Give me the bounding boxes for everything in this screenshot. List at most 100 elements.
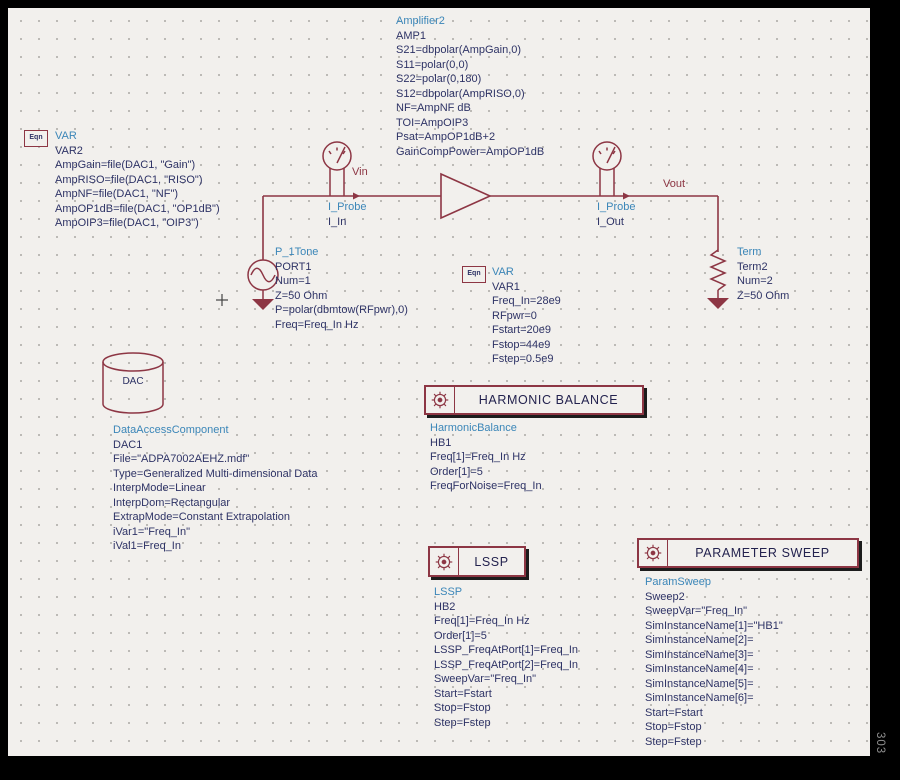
param-line: AmpRISO=file(DAC1, "RISO") [55,173,203,186]
param-line: File="ADPA7002AEHZ.mdf" [113,453,250,465]
param-line: AmpOP1dB=file(DAC1, "OP1dB") [55,202,220,215]
wire-net-vout[interactable] [490,195,719,250]
param-line: Freq[1]=Freq_In Hz [434,615,530,627]
param-line: Z=50 Ohm [275,289,328,302]
param-line: S22=polar(0,180) [396,73,482,85]
harmonic-balance-controller[interactable]: HARMONIC BALANCE [424,385,644,415]
probe-in-annotation[interactable]: I_Probe I_In [328,200,367,229]
current-probe-out-symbol[interactable] [592,141,630,200]
param-line: FreqForNoise=Freq_In [430,480,542,492]
param-line: RFpwr=0 [492,309,537,322]
param-line: Freq=Freq_In Hz [275,318,359,331]
amplifier-symbol[interactable] [440,172,492,220]
dac-cylinder-symbol[interactable] [102,352,164,414]
param-line: AMP1 [396,29,426,42]
param-line: InterpDom=Rectangular [113,496,231,509]
param-line: Start=Fstart [645,706,703,719]
param-line: Psat=AmpOP1dB+2 [396,131,496,143]
param-line: NF=AmpNF dB [396,102,471,114]
component-header: I_Probe [328,201,367,213]
lssp-controller[interactable]: LSSP [428,546,526,577]
param-line: InterpMode=Linear [113,482,206,494]
param-line: I_In [328,215,347,228]
param-line: Z=50 Ohm [737,289,790,302]
origin-crosshair [216,294,228,306]
param-line: Stop=Fstop [645,721,702,733]
param-line: Stop=Fstop [434,702,491,714]
component-header: HarmonicBalance [430,422,517,434]
component-header: DataAccessComponent [113,424,229,436]
param-line: PORT1 [275,260,312,273]
param-line: S21=dbpolar(AmpGain,0) [396,44,522,56]
param-line: iVal1=Freq_In [113,540,181,552]
component-header: VAR [492,266,514,278]
var-eqn-icon[interactable]: Eqn [462,266,486,283]
param-line: AmpOIP3=file(DAC1, "OIP3") [55,217,199,229]
current-probe-in-symbol[interactable] [322,141,360,200]
dac-symbol-label: DAC [122,376,144,387]
component-header: VAR [55,130,77,142]
simulation-gear-icon [426,387,455,413]
param-line: ExtrapMode=Constant Extrapolation [113,511,291,523]
port1-source-symbol[interactable] [247,259,279,310]
component-header: I_Probe [597,201,636,213]
param-line: SimInstanceName[2]= [645,634,754,646]
component-header: P_1Tone [275,246,319,258]
param-line: Fstart=20e9 [492,324,552,336]
param-line: Fstep=0.5e9 [492,353,554,365]
param-line: SweepVar="Freq_In" [645,605,748,617]
param-line: Order[1]=5 [434,629,487,642]
param-line: Step=Fstep [645,735,702,748]
wire-net-vin[interactable] [262,195,441,259]
param-line: S11=polar(0,0) [396,58,469,71]
component-header: LSSP [434,586,463,598]
param-line: iVar1="Freq_In" [113,525,191,538]
param-line: VAR2 [55,144,83,157]
param-line: Freq_In=28e9 [492,295,561,307]
simulation-gear-icon [639,540,668,566]
param-line: TOI=AmpOIP3 [396,116,469,129]
param-line: I_Out [597,215,624,228]
net-label-vin[interactable]: Vin [352,166,368,178]
param-line: LSSP_FreqAtPort[1]=Freq_In [434,644,578,656]
probe-out-annotation[interactable]: I_Probe I_Out [597,200,636,229]
parameter-sweep-controller[interactable]: PARAMETER SWEEP [637,538,859,568]
param-line: P=polar(dbmtow(RFpwr),0) [275,304,408,316]
param-line: Num=1 [275,275,311,287]
param-line: Freq[1]=Freq_In Hz [430,451,526,463]
param-line: SweepVar="Freq_In" [434,673,537,685]
param-line: Step=Fstep [434,716,491,729]
param-line: HB1 [430,436,452,449]
param-line: S12=dbpolar(AmpRISO,0) [396,87,525,100]
component-header: Term [737,246,762,258]
var-eqn-icon[interactable]: Eqn [24,130,48,147]
net-label-vout[interactable]: Vout [663,178,686,190]
component-header: ParamSweep [645,576,712,588]
param-line: SimInstanceName[5]= [645,677,754,690]
param-line: Fstop=44e9 [492,338,551,351]
controller-title: PARAMETER SWEEP [695,546,830,560]
param-line: Start=Fstart [434,687,492,700]
controller-title: HARMONIC BALANCE [478,393,619,407]
param-line: VAR1 [492,280,520,293]
param-line: SimInstanceName[4]= [645,663,754,675]
controller-title: LSSP [474,554,509,569]
param-line: GainCompPower=AmpOP1dB [396,145,545,158]
param-line: Term2 [737,260,768,273]
param-line: SimInstanceName[6]= [645,692,754,704]
param-line: Order[1]=5 [430,465,483,478]
param-line: HB2 [434,600,456,613]
term2-symbol[interactable] [707,249,729,309]
param-line: SimInstanceName[1]="HB1" [645,619,783,632]
param-line: Sweep2 [645,590,685,603]
